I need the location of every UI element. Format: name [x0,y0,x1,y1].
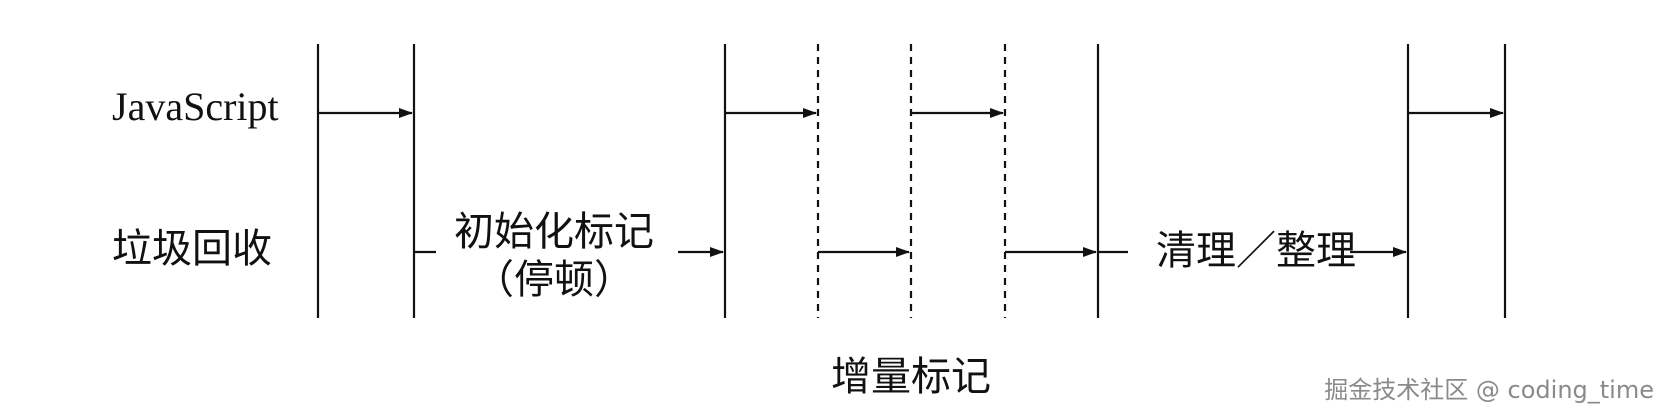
phase-label-cleanup: 清理／整理 [1156,228,1356,273]
phase-label-init-mark: 初始化标记 [454,209,654,254]
row-label-gc: 垃圾回收 [112,226,272,271]
incremental-mark-caption: 增量标记 [831,354,991,399]
watermark: 掘金技术社区 @ coding_time [1324,376,1654,404]
phase-label-pause: （停顿） [474,257,634,302]
row-label-javascript: JavaScript [112,84,279,129]
